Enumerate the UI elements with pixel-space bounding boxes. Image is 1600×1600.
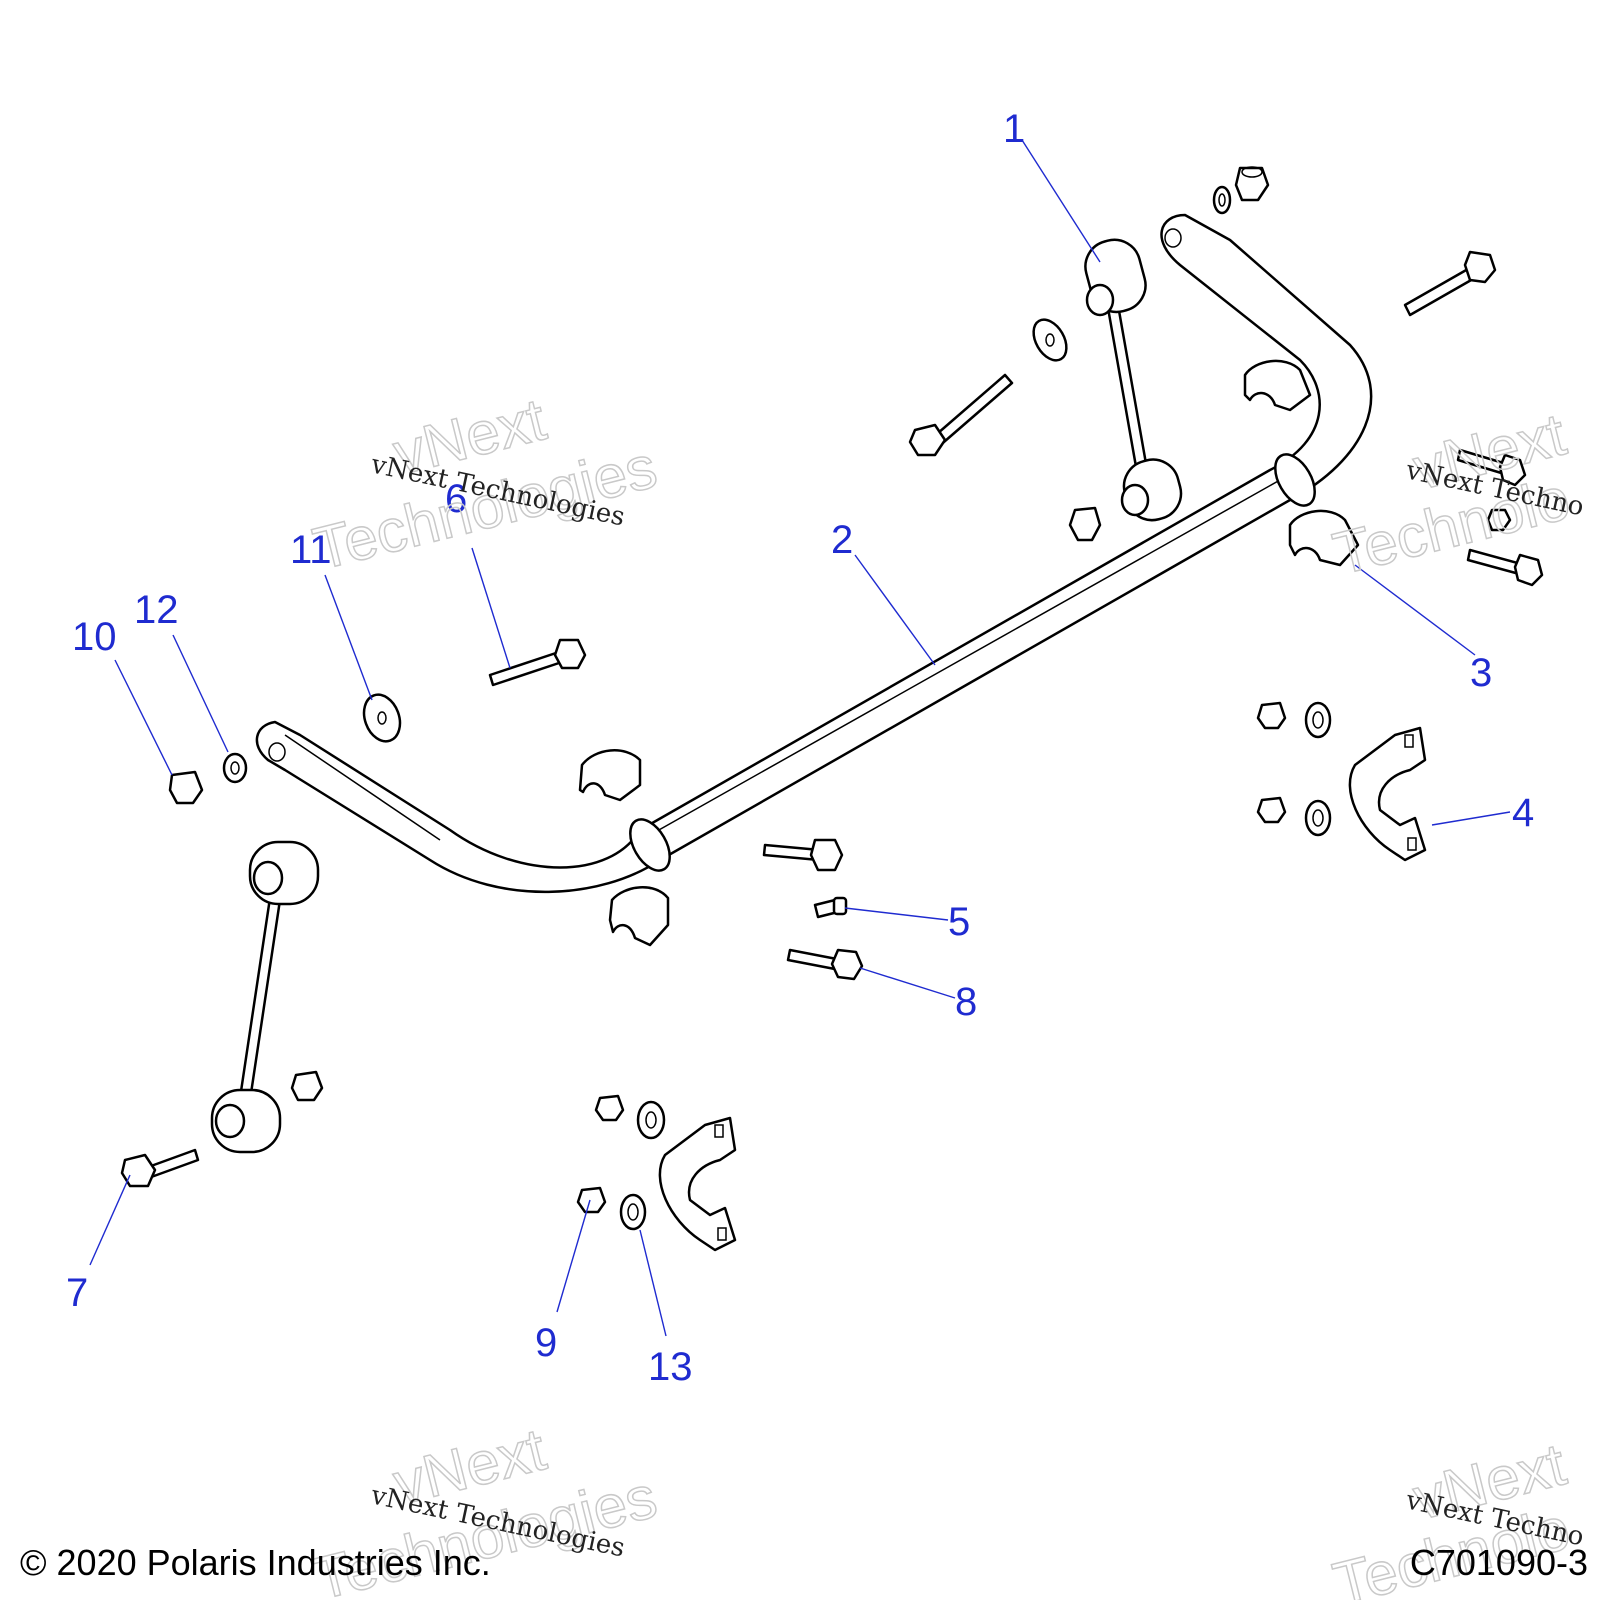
watermark-bottom-right: vNext Technolo vNext Techno (1326, 1430, 1586, 1600)
callout-9: 9 (535, 1321, 557, 1365)
bolt-upper-link (908, 373, 1014, 457)
callout-2: 2 (831, 518, 853, 562)
bushing-upper-right (1243, 359, 1312, 412)
watermark-top: vNext Technologies vNext Technologies (306, 385, 664, 584)
diagram-code: C701090-3 (1410, 1542, 1588, 1583)
bushing-left-lower (608, 886, 670, 947)
callout-7: 7 (66, 1271, 88, 1315)
callout-8: 8 (955, 980, 977, 1024)
washer-upper-link (1032, 318, 1068, 362)
bushing-3 (1288, 509, 1360, 567)
bolt-8-top (762, 838, 844, 872)
leader-lines (89, 139, 1511, 1337)
bolt-right-top (1403, 250, 1497, 317)
washer-12 (222, 752, 248, 784)
bushing-left-upper (578, 749, 642, 802)
clamp-lower (658, 1116, 737, 1252)
fitting-5 (813, 896, 848, 919)
washer-lower-top (636, 1100, 666, 1140)
washer-4-top (1304, 701, 1332, 739)
nut-lower-top (594, 1094, 625, 1122)
nut-right (1486, 508, 1512, 532)
callout-6: 6 (445, 477, 467, 521)
callout-11: 11 (290, 528, 332, 572)
callout-1: 1 (1003, 107, 1025, 151)
nut-lower-link (290, 1070, 324, 1102)
footer: © 2020 Polaris Industries Inc. C701090-3 (20, 1542, 1588, 1583)
callout-13: 13 (648, 1345, 693, 1389)
nut-4-bottom (1256, 796, 1287, 824)
washer-4-bottom (1304, 799, 1332, 837)
nut-top-right (1234, 166, 1270, 202)
nut-upper-link (1068, 506, 1102, 542)
callout-12: 12 (134, 588, 179, 632)
callout-4: 4 (1512, 791, 1534, 835)
nut-9 (576, 1186, 607, 1214)
stabilizer-link-upper (1084, 238, 1183, 522)
bolt-8 (786, 948, 864, 981)
clamp-4 (1348, 726, 1427, 862)
bolt-6 (488, 638, 587, 687)
bolt-7 (120, 1148, 200, 1188)
callout-5: 5 (948, 900, 970, 944)
bolt-right-mid (1456, 448, 1527, 487)
bolt-right-low (1466, 548, 1544, 587)
stabilizer-link-lower (210, 840, 320, 1154)
washer-13 (619, 1193, 647, 1231)
nut-4-top (1256, 701, 1287, 730)
washer-top-right (1212, 185, 1232, 215)
washer-11 (362, 693, 402, 743)
copyright-text: © 2020 Polaris Industries Inc. (20, 1542, 491, 1583)
callout-10: 10 (72, 615, 117, 659)
callout-3: 3 (1470, 651, 1492, 695)
watermark-top-right: vNext Technolo vNext Techno (1326, 400, 1586, 589)
callout-numbers: 1 2 3 4 5 6 7 8 9 10 11 12 13 (66, 107, 1534, 1389)
stabilizer-bar (255, 213, 1373, 894)
nut-10 (168, 770, 204, 805)
